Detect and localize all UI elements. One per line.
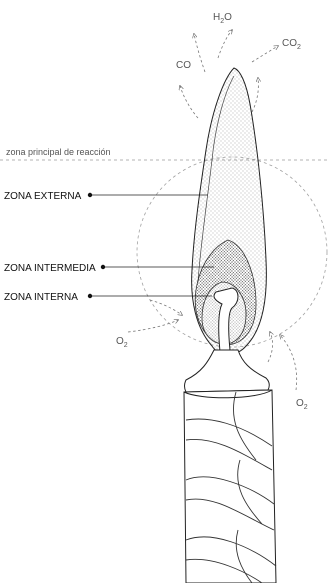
co-arrow-top [194, 34, 205, 72]
inner-zone-dot [88, 294, 92, 298]
outer-zone-label: ZONA EXTERNA [4, 191, 82, 202]
co2-arrow-right [252, 78, 258, 112]
o2-left-arrow-2 [150, 300, 182, 315]
o2-left-label: O2 [116, 336, 128, 349]
co-label: CO [176, 60, 191, 71]
o2-right-arrow-2 [268, 332, 273, 362]
candle-neck [185, 350, 270, 392]
co2-arrow [252, 46, 278, 62]
o2-left-arrow [128, 320, 178, 332]
o2-right-label: O2 [296, 398, 308, 411]
h2o-label: H2O [213, 12, 232, 25]
middle-zone-label: ZONA INTERMEDIA [4, 263, 96, 274]
co-arrow-left [180, 86, 198, 118]
co2-label: CO2 [282, 38, 301, 51]
inner-zone-label: ZONA INTERNA [4, 292, 78, 303]
h2o-arrow [218, 30, 232, 58]
outer-zone-dot [88, 193, 92, 197]
middle-zone-dot [101, 265, 105, 269]
reaction-zone-label: zona principal de reacción [6, 147, 111, 157]
o2-right-arrow [280, 335, 297, 390]
